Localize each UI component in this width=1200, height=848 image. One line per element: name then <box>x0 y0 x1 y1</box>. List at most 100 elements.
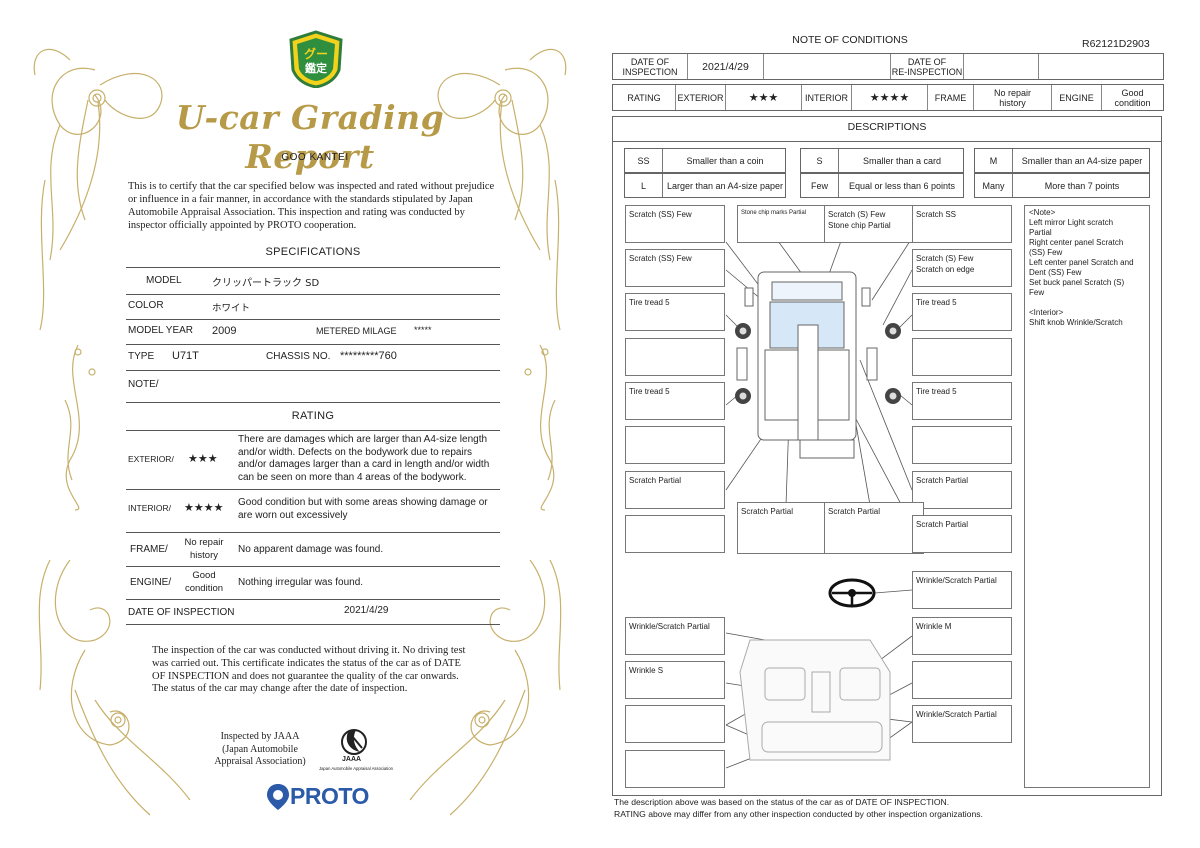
divider <box>613 141 1161 142</box>
truck-top-view <box>736 271 878 459</box>
damage-box-empty <box>625 750 725 788</box>
car-damage-diagram <box>725 229 913 769</box>
note-line: Few <box>1029 288 1045 297</box>
proto-pin-icon <box>267 784 289 810</box>
tire-icons <box>735 323 901 404</box>
notes-heading: <Note> <box>1029 208 1056 217</box>
damage-box-empty <box>625 426 725 464</box>
rating-row-date: DATE OF INSPECTION 2021/4/29 <box>126 599 500 625</box>
damage-box: Wrinkle S <box>625 661 725 699</box>
note-line: (SS) Few <box>1029 248 1063 257</box>
spec-row-note: NOTE/ <box>126 370 500 403</box>
damage-box-empty <box>912 426 1012 464</box>
frame-label: FRAME/ <box>130 544 168 555</box>
damage-line: Scratch (S) Few <box>828 210 886 219</box>
legend-meaning: More than 7 points <box>1044 180 1120 191</box>
date-label-line1: DATE OF <box>630 56 670 67</box>
damage-line: Scratch on edge <box>916 265 975 274</box>
damage-box: Scratch Partial <box>912 471 1012 509</box>
jaaa-label: JAAA <box>342 756 362 763</box>
damage-box-empty <box>625 705 725 743</box>
svg-text:グー: グー <box>304 46 328 61</box>
engine-description: Nothing irregular was found. <box>238 577 364 588</box>
damage-box: Wrinkle/Scratch Partial <box>912 705 1012 743</box>
note-line: Left center panel Scratch and <box>1029 258 1134 267</box>
frame-value-line1: No repair <box>184 537 224 548</box>
descriptions-panel: DESCRIPTIONS <box>612 116 1162 796</box>
descriptions-title: DESCRIPTIONS <box>847 121 927 133</box>
rating-row-exterior: EXTERIOR/ ★★★ There are damages which ar… <box>126 431 500 490</box>
engine-value-line1: Good <box>1121 87 1144 98</box>
report-title: U-car Grading Report <box>175 98 445 176</box>
date-empty-cell <box>763 54 890 79</box>
model-value: クリッパートラック SD <box>212 278 320 289</box>
note-line: Shift knob Wrinkle/Scratch <box>1029 318 1123 327</box>
legend-meaning: Larger than an A4-size paper <box>666 180 784 191</box>
engine-value-line1: Good <box>192 570 216 581</box>
interior-label: INTERIOR/ <box>128 503 171 513</box>
inspected-line2: (Japan Automobile <box>222 743 298 755</box>
report-subtitle: GOO KANTEI <box>281 152 349 163</box>
exterior-description: There are damages which are larger than … <box>238 434 490 483</box>
closing-statement: The inspection of the car was conducted … <box>152 645 466 695</box>
model-label: MODEL <box>146 275 182 286</box>
note-line: Partial <box>1029 228 1052 237</box>
reinspection-value <box>963 54 1038 79</box>
rating-row-engine: ENGINE/ Good condition Nothing irregular… <box>126 566 500 600</box>
jaaa-logo: JAAA Japan Automobile Appraisal Associat… <box>316 726 396 778</box>
interior-stars: ★★★★ <box>851 85 927 110</box>
legend-code: M <box>975 149 1013 172</box>
engine-label: ENGINE/ <box>130 577 172 588</box>
rating-heading: RATING <box>291 410 335 422</box>
engine-label: ENGINE <box>1051 85 1101 110</box>
spec-row-year: MODEL YEAR 2009 METERED MILAGE ***** <box>126 319 500 345</box>
rating-label: RATING <box>627 92 661 103</box>
damage-line: Stone chip Partial <box>828 221 891 230</box>
model-year-value: 2009 <box>212 325 237 337</box>
spec-row-model: MODEL クリッパートラック SD <box>126 268 500 295</box>
svg-text:鑑定: 鑑定 <box>305 61 327 75</box>
rating-row-interior: INTERIOR/ ★★★★ Good condition but with s… <box>126 489 500 533</box>
proto-logo: PROTO <box>290 783 369 809</box>
damage-box: Stone chip marks Partial <box>737 205 837 243</box>
rating-row-frame: FRAME/ No repair history No apparent dam… <box>126 532 500 567</box>
chassis-value: *********760 <box>340 350 397 362</box>
engine-value-line2: condition <box>1114 97 1151 108</box>
damage-box-empty <box>912 338 1012 376</box>
exterior-stars: ★★★ <box>725 85 801 110</box>
damage-box-empty <box>912 661 1012 699</box>
note-line: Set buck panel Scratch (S) <box>1029 278 1125 287</box>
interior-description: Good condition but with some areas showi… <box>238 497 488 521</box>
grading-certificate: グー 鑑定 U-car Grading Report GOO KANTEI Th… <box>33 30 567 816</box>
legend-meaning: Equal or less than 6 points <box>848 180 956 191</box>
legend-code: SS <box>625 149 663 172</box>
legend-ss: SS Smaller than a coin <box>624 148 786 173</box>
legend-meaning: Smaller than a card <box>862 155 942 166</box>
exterior-label: EXTERIOR <box>675 85 725 110</box>
reinspection-label-line1: DATE OF <box>907 56 947 67</box>
damage-box: Scratch (S) Few Scratch on edge <box>912 249 1012 287</box>
jaaa-subtitle: Japan Automobile Appraisal Association <box>318 766 394 771</box>
damage-box-empty <box>625 338 725 376</box>
goo-kantei-badge-icon: グー 鑑定 <box>289 30 343 88</box>
legend-l: L Larger than an A4-size paper <box>624 173 786 198</box>
damage-box: Tire tread 5 <box>912 382 1012 420</box>
engine-value-line2: condition <box>184 583 224 594</box>
damage-box: Wrinkle/Scratch Partial <box>625 617 725 655</box>
legend-m: M Smaller than an A4-size paper <box>974 148 1150 173</box>
damage-box: Scratch (SS) Few <box>625 205 725 243</box>
damage-box-empty <box>625 515 725 553</box>
color-value: ホワイト <box>212 303 251 314</box>
frame-value-line2: history <box>999 97 1026 108</box>
note-label: NOTE/ <box>128 379 159 390</box>
inspected-by: Inspected by JAAA (Japan Automobile Appr… <box>190 731 330 769</box>
cabin-interior-view <box>739 639 891 761</box>
type-label: TYPE <box>128 351 155 362</box>
certification-statement: This is to certify that the car specifie… <box>128 181 495 231</box>
report-id: R62121D2903 <box>1082 38 1150 50</box>
